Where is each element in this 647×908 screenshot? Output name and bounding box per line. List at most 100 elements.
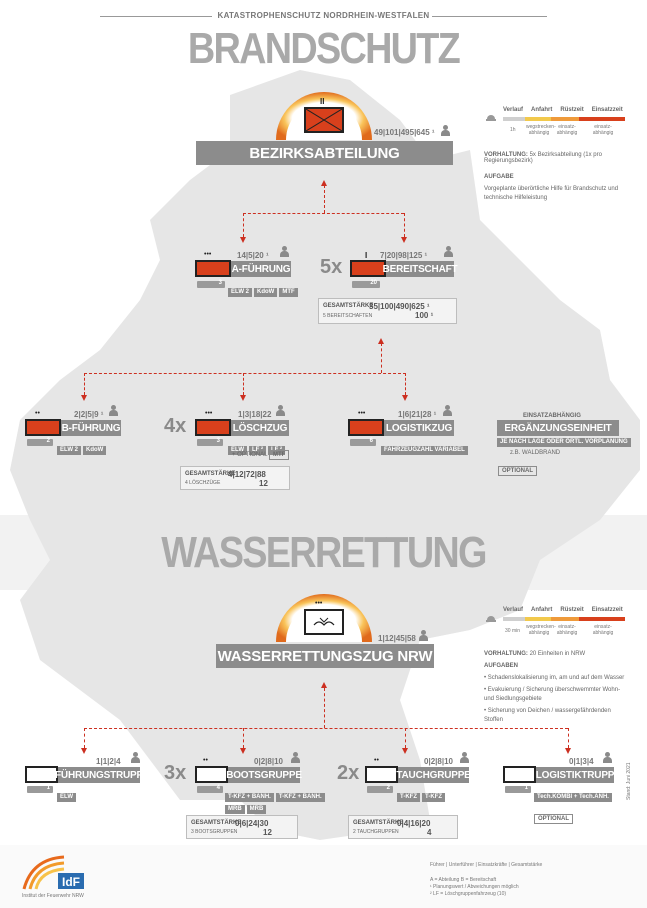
connector bbox=[84, 728, 568, 729]
loeschzug-symbol bbox=[195, 419, 231, 436]
vehicle-icon: 1 bbox=[27, 785, 53, 793]
bootsgruppe-stats: 0|2|8|10 bbox=[254, 757, 283, 766]
wr-timeline-col: einsatz-abhängig bbox=[592, 624, 614, 636]
logistiktrupp-vehicle-count: 1 bbox=[524, 785, 528, 791]
bereitschaft-stats: 7|20|98|125 ¹ bbox=[380, 251, 428, 260]
bs-aufgabe-label: AUFGABE bbox=[484, 174, 514, 180]
connector-arrow bbox=[321, 682, 327, 688]
bereitschaft-multiplier: 5x bbox=[320, 256, 343, 278]
a-fuehrung-stats: 14|5|20 ¹ bbox=[237, 251, 269, 260]
logistikzug-symbol bbox=[348, 419, 384, 436]
vehicle-icon: 2 bbox=[367, 785, 393, 793]
gesamt-values: 35|100|490|625 ¹ bbox=[369, 302, 430, 311]
svg-text:IdF: IdF bbox=[62, 875, 80, 889]
logistiktrupp-bar: LOGISTIKTRUPP bbox=[536, 767, 614, 783]
footer-note: ¹ Planungswert / Abweichungen möglich bbox=[430, 884, 519, 890]
vehicle-chip: ELW 2 bbox=[57, 446, 82, 455]
bereitschaft-bar: BEREITSCHAFT bbox=[383, 261, 458, 277]
tauchgruppe-stats: 0|2|8|10 bbox=[424, 757, 453, 766]
vehicle-chip: Tech.KOMBI + Tech.ANH. bbox=[534, 793, 612, 802]
bootsgruppe-chips: T-KFZ + BANH.T-KFZ + BANH. bbox=[225, 785, 327, 803]
wr-aufgaben-label: AUFGABEN bbox=[484, 663, 518, 669]
header-rule-right bbox=[432, 16, 547, 17]
gesamt-bereitschaft-box: GESAMTSTÄRKE 35|100|490|625 ¹ 5 BEREITSC… bbox=[318, 298, 457, 324]
connector bbox=[381, 343, 382, 373]
gesamt-label: GESAMTSTÄRKE bbox=[323, 303, 374, 309]
logistikzug-chips: FAHRZEUGZAHL VARIABEL bbox=[381, 438, 470, 456]
connector bbox=[324, 688, 325, 728]
bereitschaft-symbol bbox=[350, 260, 386, 277]
bs-vorhaltung: VORHALTUNG: 5x Bezirksabteilung (1x pro … bbox=[484, 152, 614, 164]
gesamt-sub: 4 LÖSCHZÜGE bbox=[185, 480, 221, 486]
a-fuehrung-vehicle-count: 3 bbox=[218, 280, 222, 286]
connector bbox=[405, 728, 406, 748]
person-icon bbox=[109, 405, 118, 416]
vehicle-chip: KdoW bbox=[254, 288, 278, 297]
vehicle-icon: 3 bbox=[197, 438, 223, 446]
wr-symbol bbox=[304, 609, 344, 635]
bezirk-symbol bbox=[304, 107, 344, 133]
bs-timeline-seg2 bbox=[525, 117, 551, 121]
gesamt-values: 0|6|24|30 bbox=[235, 819, 269, 828]
vehicle-chip: ELW 2 bbox=[228, 288, 253, 297]
tauchgruppe-symbol bbox=[365, 766, 398, 783]
ergaenzung-bar: ERGÄNZUNGSEINHEIT bbox=[497, 420, 619, 436]
connector-arrow bbox=[240, 395, 246, 401]
tauchgruppe-vehicle-count: 2 bbox=[386, 785, 390, 791]
vehicle-chip: T-KFZ bbox=[397, 793, 420, 802]
gesamt-count: 4 bbox=[427, 828, 432, 837]
bs-timeline-col: einsatz-abhängig bbox=[592, 124, 614, 136]
gesamt-label: GESAMTSTÄRKE bbox=[191, 820, 242, 826]
vehicle-chip: MRB bbox=[225, 805, 245, 814]
ergaenzung-optional: OPTIONAL bbox=[498, 466, 537, 476]
wr-vorhaltung-label: VORHALTUNG: bbox=[484, 651, 528, 657]
a-fuehrung-bar: A-FÜHRUNG bbox=[231, 261, 291, 277]
logistiktrupp-chips: Tech.KOMBI + Tech.ANH. bbox=[534, 785, 614, 803]
bootsgruppe-bar: BOOTSGRUPPE bbox=[226, 767, 302, 783]
fuehrungstrupp-stats: 1|1|2|4 bbox=[96, 757, 121, 766]
loeschzug-multiplier: 4x bbox=[164, 415, 187, 437]
wr-stats: 1|12|45|58 bbox=[378, 634, 416, 643]
wr-aufgaben-list: • Schadenslokalisierung im, am und auf d… bbox=[484, 674, 629, 725]
bs-timeline-seg4 bbox=[579, 117, 625, 121]
loeschzug-bar: LÖSCHZUG bbox=[231, 420, 289, 436]
bootsgruppe-vehicle-count: 4 bbox=[216, 785, 220, 791]
gesamt-values: 0|4|16|20 bbox=[397, 819, 431, 828]
connector bbox=[243, 728, 244, 748]
footer-note: A = Abteilung B = Bereitschaft bbox=[430, 877, 497, 883]
connector-arrow bbox=[402, 395, 408, 401]
fuehrungstrupp-vehicle-count: 1 bbox=[46, 785, 50, 791]
connector-arrow bbox=[402, 748, 408, 754]
b-fuehrung-bar: B-FÜHRUNG bbox=[61, 420, 121, 436]
bezirk-stats: 49|101|495|645 ¹ bbox=[374, 128, 435, 137]
gesamt-label: GESAMTSTÄRKE bbox=[353, 820, 404, 826]
connector bbox=[568, 728, 569, 748]
ergaenzung-top: EINSATZABHÄNGIG bbox=[523, 413, 581, 419]
tauchgruppe-multiplier: 2x bbox=[337, 762, 360, 784]
wr-timeline-duration: 30 min bbox=[505, 628, 521, 634]
idf-logo: IdF bbox=[22, 855, 84, 890]
logistikzug-stats: 1|6|21|28 ¹ bbox=[398, 410, 437, 419]
a-fuehrung-symbol bbox=[195, 260, 231, 277]
logistiktrupp-stats: 0|1|3|4 bbox=[569, 757, 594, 766]
wr-bar: WASSERRETTUNGSZUG NRW bbox=[216, 644, 434, 668]
gesamt-sub: 3 BOOTSGRUPPEN bbox=[191, 829, 238, 835]
fuehrungstrupp-bar: FÜHRUNGSTRUPP bbox=[55, 767, 143, 783]
wr-timeline-seg3 bbox=[551, 617, 579, 621]
gesamt-values: 4|12|72|88 bbox=[228, 470, 266, 479]
header-rule-left bbox=[100, 16, 212, 17]
connector bbox=[84, 728, 85, 748]
connector-arrow bbox=[321, 180, 327, 186]
siren-icon bbox=[484, 109, 498, 121]
connector-arrow bbox=[81, 748, 87, 754]
vehicle-icon: 1 bbox=[505, 785, 531, 793]
a-fuehrung-dots: ••• bbox=[204, 251, 212, 258]
bs-timeline-seg1 bbox=[503, 117, 525, 121]
vehicle-chip: T-KFZ + BANH. bbox=[225, 793, 274, 802]
wr-timeline-seg1 bbox=[503, 617, 525, 621]
ergaenzung-example: z.B. WALDBRAND bbox=[510, 450, 561, 456]
wr-timeline-headers: Verlauf Anfahrt Rüstzeit Einsatzzeit bbox=[503, 607, 623, 613]
brandschutz-title: BRANDSCHUTZ bbox=[187, 24, 461, 73]
